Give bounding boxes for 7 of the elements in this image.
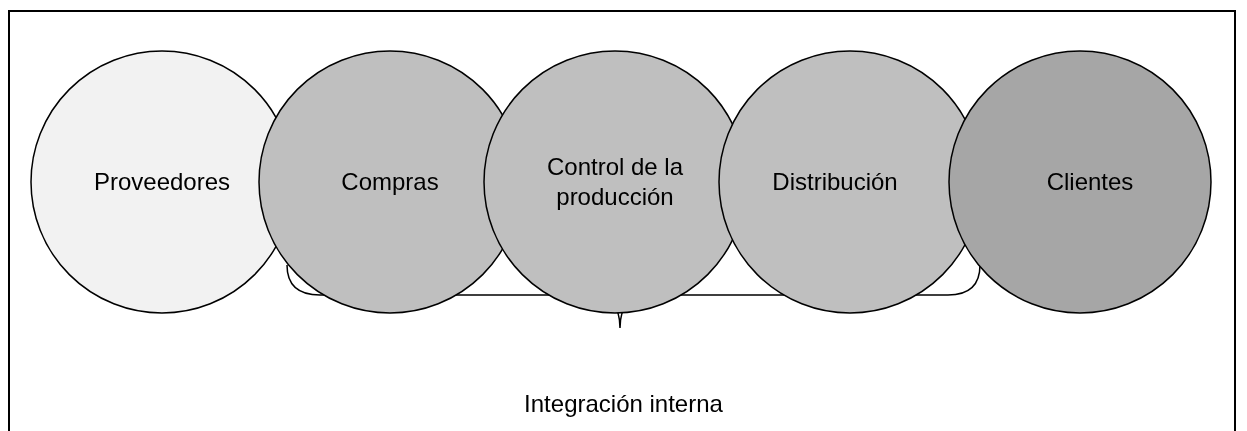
node-label: Proveedores	[93, 167, 231, 197]
node-label: Control de la producción	[545, 152, 685, 212]
brace-label: Integración interna	[524, 390, 723, 418]
node-label: Compras	[341, 167, 439, 197]
node-label: Distribución	[772, 167, 898, 197]
circle-node	[948, 50, 1212, 314]
node-label: Clientes	[1046, 167, 1134, 197]
